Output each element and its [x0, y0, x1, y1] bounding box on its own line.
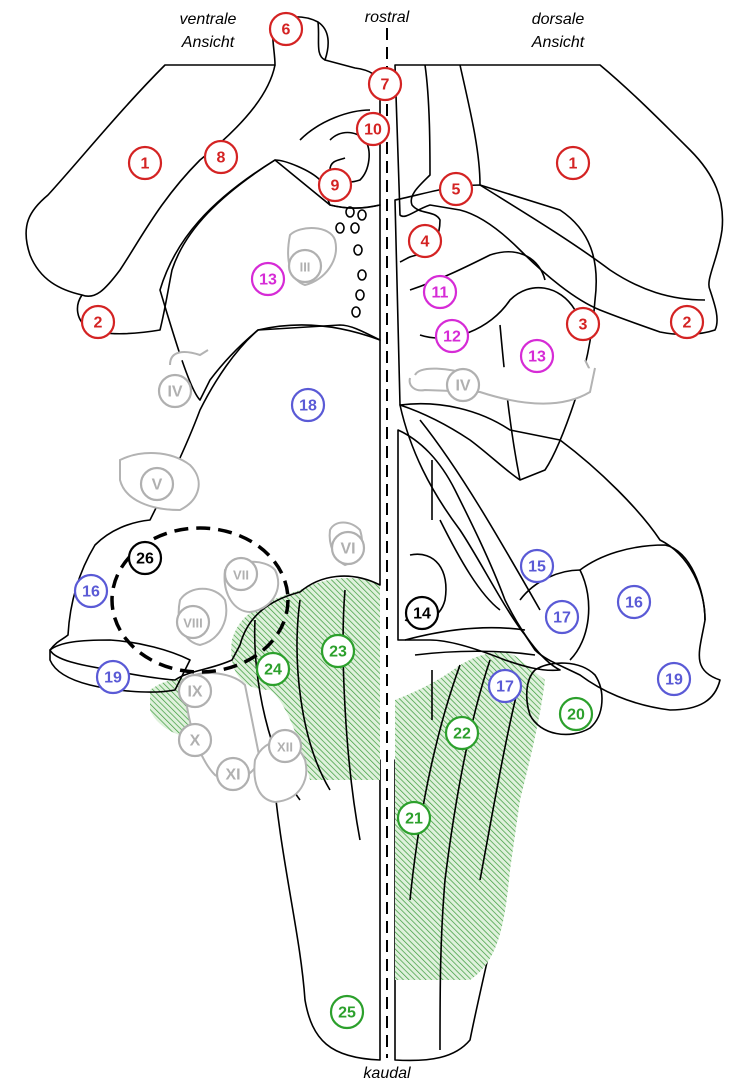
- label-text: 4: [421, 234, 430, 251]
- label-IX: IX: [179, 675, 211, 707]
- label-text: VI: [340, 541, 355, 558]
- label-text: 15: [528, 559, 546, 576]
- label-text: 3: [579, 317, 588, 334]
- label-19-left: 19: [97, 661, 129, 693]
- label-10: 10: [357, 113, 389, 145]
- label-text: 16: [82, 584, 100, 601]
- label-16-right: 16: [618, 586, 650, 618]
- label-text: XII: [277, 740, 293, 755]
- label-IV-right: IV: [447, 369, 479, 401]
- label-text: 10: [364, 122, 382, 139]
- label-14: 14: [406, 597, 438, 629]
- number-labels: 1267891012345111213131816191516171719142…: [75, 13, 703, 1028]
- label-5: 5: [440, 173, 472, 205]
- label-text: III: [300, 260, 311, 275]
- label-2-left: 2: [82, 306, 114, 338]
- label-text: 19: [665, 672, 683, 689]
- label-text: IV: [455, 378, 470, 395]
- label-22: 22: [446, 717, 478, 749]
- label-1-right: 1: [557, 147, 589, 179]
- label-X: X: [179, 724, 211, 756]
- label-text: 5: [452, 182, 461, 199]
- header-ventral-line2: Ansicht: [181, 34, 235, 51]
- label-2-right: 2: [671, 306, 703, 338]
- label-text: 18: [299, 398, 317, 415]
- label-V: V: [141, 468, 173, 500]
- label-23: 23: [322, 635, 354, 667]
- label-XI: XI: [217, 758, 249, 790]
- label-15: 15: [521, 550, 553, 582]
- label-text: 14: [413, 606, 431, 623]
- label-12: 12: [436, 320, 468, 352]
- label-4: 4: [409, 225, 441, 257]
- label-26: 26: [129, 542, 161, 574]
- label-text: 13: [259, 272, 277, 289]
- label-text: 1: [569, 156, 578, 173]
- label-16-left: 16: [75, 575, 107, 607]
- label-24: 24: [257, 653, 289, 685]
- label-11: 11: [424, 276, 456, 308]
- label-text: 2: [94, 315, 103, 332]
- label-13-right: 13: [521, 340, 553, 372]
- label-IV-left: IV: [159, 375, 191, 407]
- label-text: 23: [329, 644, 347, 661]
- label-text: IX: [187, 684, 202, 701]
- label-VIII: VIII: [177, 606, 209, 638]
- label-text: VII: [233, 568, 249, 583]
- label-text: 12: [443, 329, 461, 346]
- label-text: XI: [225, 767, 240, 784]
- label-13-left: 13: [252, 263, 284, 295]
- header-ventral-line1: ventrale: [180, 11, 237, 28]
- label-19-right: 19: [658, 663, 690, 695]
- label-text: 25: [338, 1005, 356, 1022]
- label-text: 13: [528, 349, 546, 366]
- label-text: 17: [496, 679, 514, 696]
- label-text: 2: [683, 315, 692, 332]
- label-text: X: [190, 733, 201, 750]
- label-text: VIII: [183, 616, 203, 631]
- label-text: 19: [104, 670, 122, 687]
- ventral-perforated-dots: [336, 207, 366, 317]
- label-text: 9: [331, 178, 340, 195]
- header-rostral: rostral: [365, 9, 410, 26]
- label-25: 25: [331, 996, 363, 1028]
- label-text: 22: [453, 726, 471, 743]
- label-21: 21: [398, 802, 430, 834]
- label-20: 20: [560, 698, 592, 730]
- label-text: 6: [282, 22, 291, 39]
- label-18: 18: [292, 389, 324, 421]
- label-text: 21: [405, 811, 423, 828]
- label-17-upper: 17: [546, 601, 578, 633]
- label-text: 16: [625, 595, 643, 612]
- label-text: IV: [167, 384, 182, 401]
- label-8: 8: [205, 141, 237, 173]
- label-text: 24: [264, 662, 282, 679]
- label-6: 6: [270, 13, 302, 45]
- label-text: 17: [553, 610, 571, 627]
- label-3: 3: [567, 308, 599, 340]
- label-text: 26: [136, 551, 154, 568]
- label-text: 7: [381, 77, 390, 94]
- dorsal-view: [395, 65, 723, 1060]
- label-7: 7: [369, 68, 401, 100]
- label-VI: VI: [332, 532, 364, 564]
- header-kaudal: kaudal: [363, 1065, 411, 1082]
- header-dorsal-line2: Ansicht: [531, 34, 585, 51]
- label-text: 8: [217, 150, 226, 167]
- label-XII: XII: [269, 730, 301, 762]
- label-text: 20: [567, 707, 585, 724]
- label-text: V: [152, 477, 163, 494]
- label-17-lower: 17: [489, 670, 521, 702]
- label-III: III: [289, 250, 321, 282]
- label-text: 11: [432, 285, 449, 302]
- label-9: 9: [319, 169, 351, 201]
- label-text: 1: [141, 156, 150, 173]
- header-dorsal-line1: dorsale: [532, 11, 585, 28]
- label-VII: VII: [225, 558, 257, 590]
- label-1-left: 1: [129, 147, 161, 179]
